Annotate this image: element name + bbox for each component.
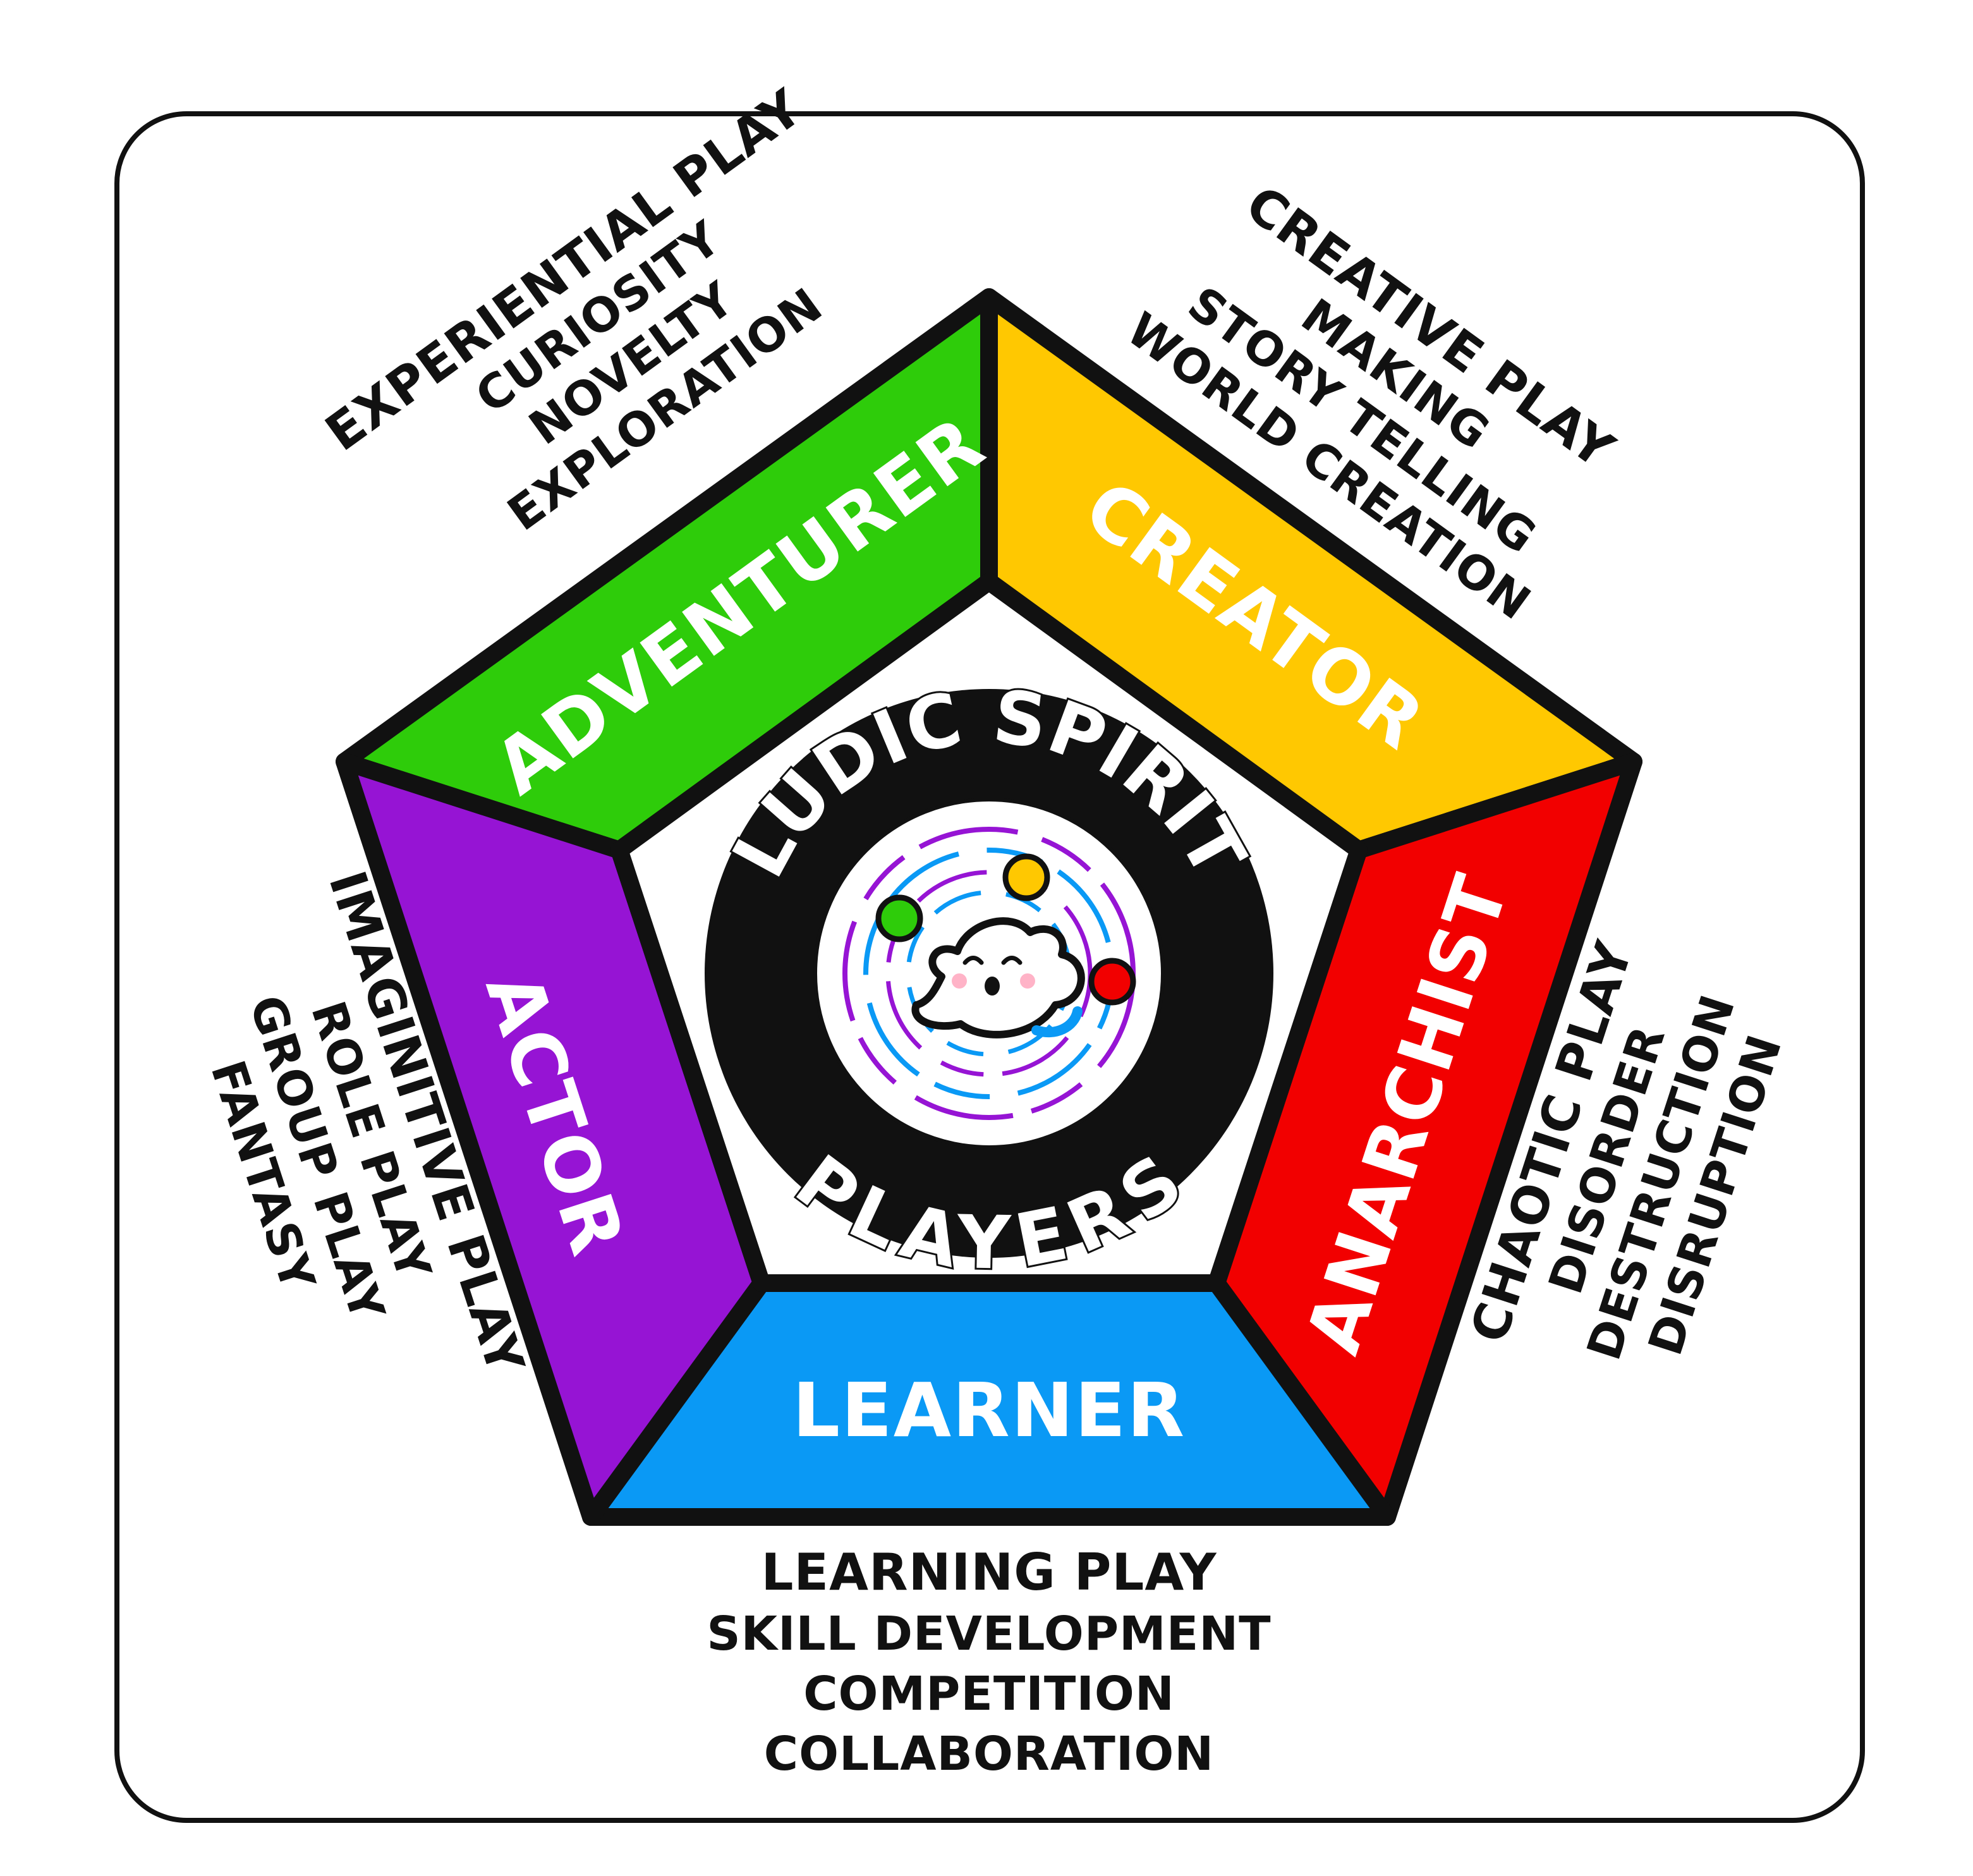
yellow-ball-icon	[1002, 853, 1050, 901]
juggling-ghost-icon	[842, 827, 1136, 1120]
trait-learner-1: LEARNING PLAY	[761, 1543, 1217, 1602]
trait-learner-3: COMPETITION	[803, 1667, 1175, 1721]
segment-label-learner: LEARNER	[792, 1367, 1186, 1454]
trait-learner-2: SKILL DEVELOPMENT	[707, 1607, 1271, 1661]
ghost-body-icon	[911, 917, 1085, 1038]
trait-learner-4: COLLABORATION	[764, 1727, 1214, 1781]
traits-learner: LEARNING PLAY SKILL DEVELOPMENT COMPETIT…	[707, 1543, 1271, 1781]
red-ball-icon	[1088, 958, 1136, 1006]
green-ball-icon	[875, 894, 923, 942]
